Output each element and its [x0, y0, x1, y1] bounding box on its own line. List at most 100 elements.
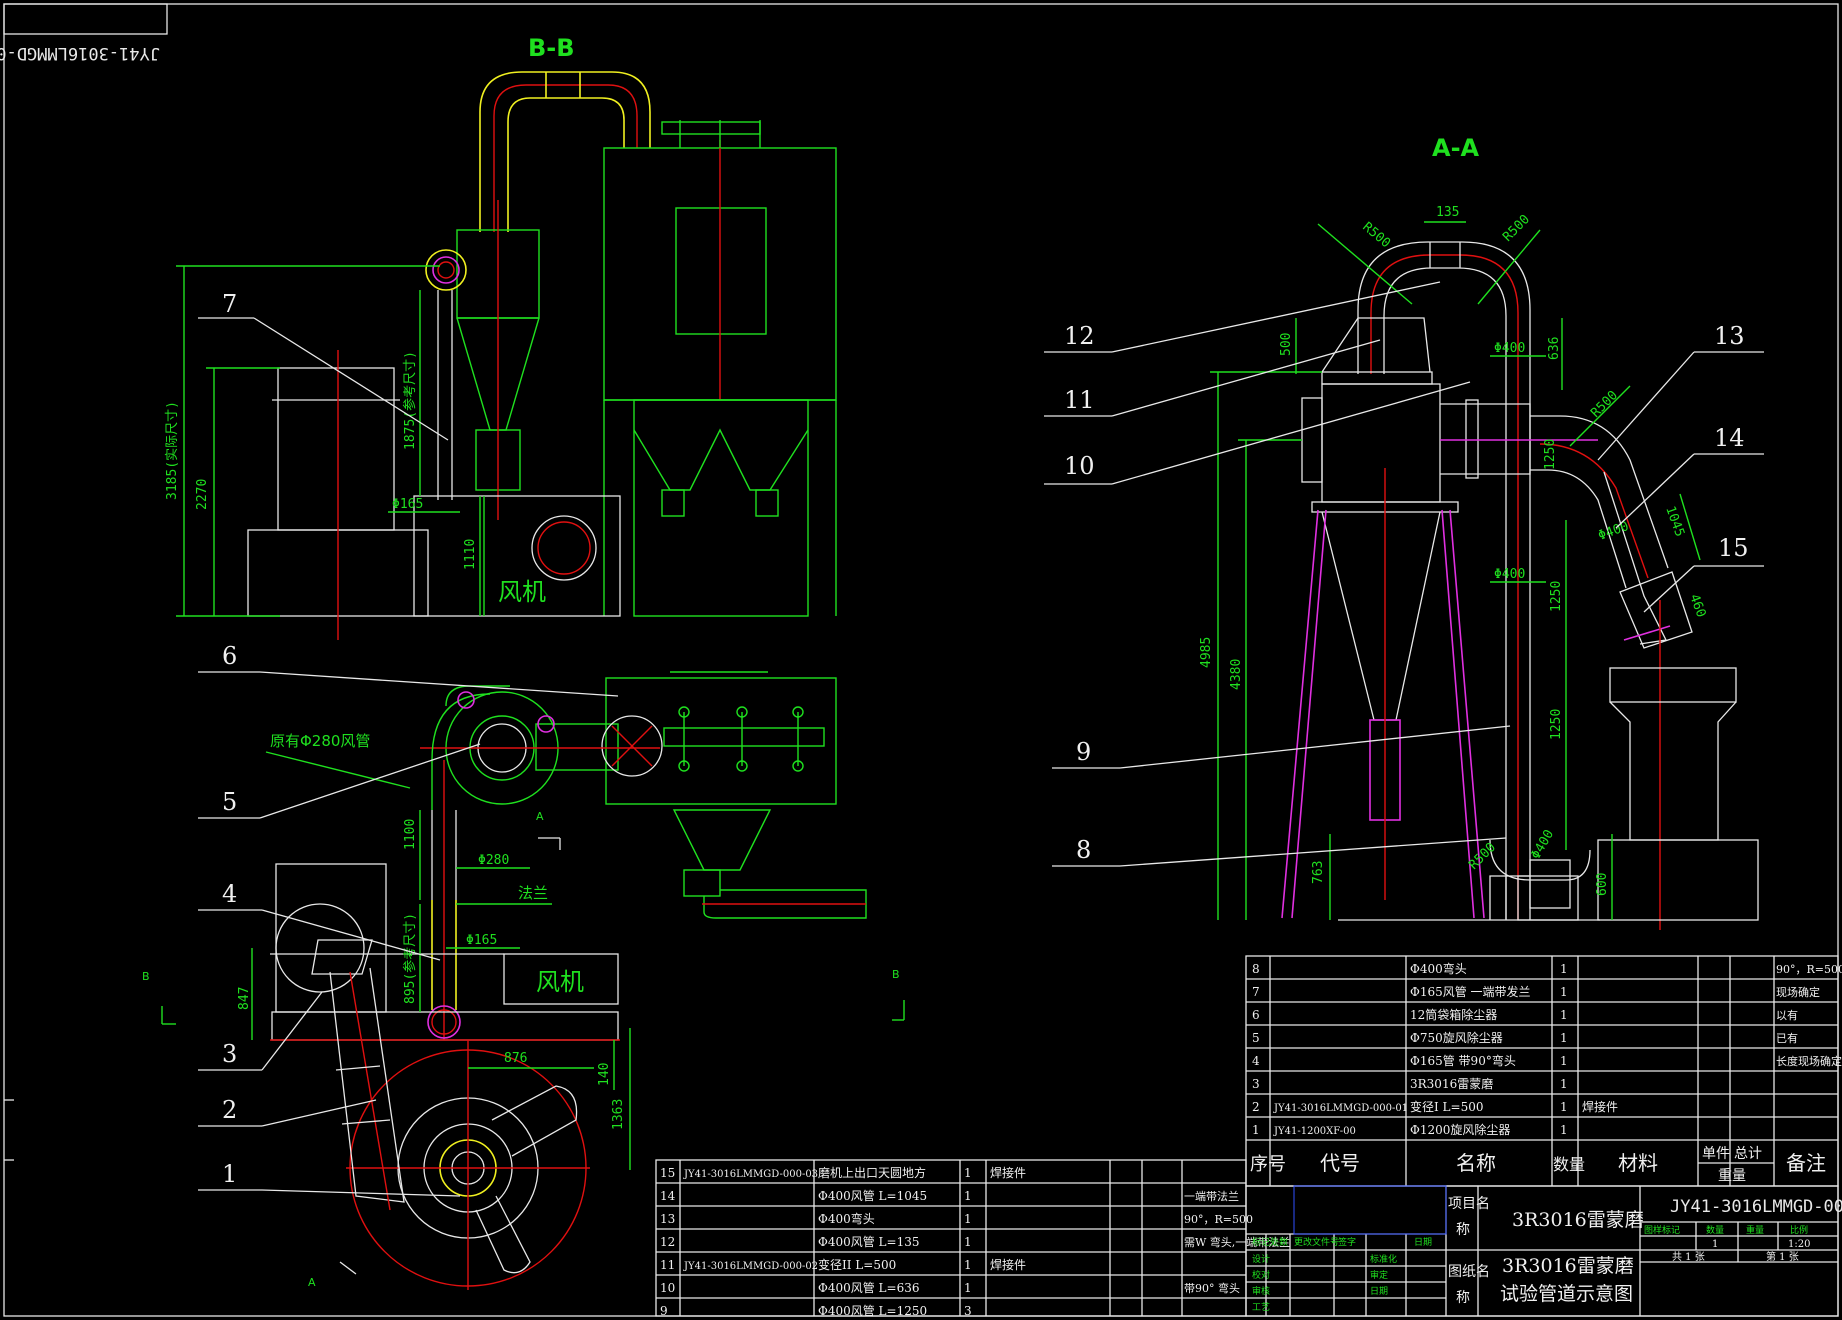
dim-aa-400c: Φ400 [1528, 827, 1557, 862]
tb-title-label-1: 图纸名 [1448, 1264, 1490, 1280]
tb-stage-1: 图样标记 [1644, 1224, 1680, 1236]
section-mark-b-left: B [142, 970, 150, 983]
callout-13: 13 [1714, 322, 1745, 350]
bom-right-row-note: 现场确定 [1776, 985, 1820, 999]
bom-left-row-no: 12 [660, 1235, 675, 1249]
callouts-right: 12 11 10 9 8 13 14 15 [1044, 281, 1764, 867]
dim-aa-763: 763 [1311, 861, 1326, 884]
bom-right-row-qty: 1 [1560, 1031, 1568, 1045]
plan-fan [503, 953, 619, 1005]
bom-left-row-code: JY41-3016LMMGD-000-03 [683, 1169, 818, 1180]
tb-role-2: 校对 [1252, 1269, 1270, 1281]
bom-left-row-name: Φ400风管 L=1250 [818, 1303, 927, 1318]
bb-flange-ring [425, 249, 467, 291]
callouts-left: 7 6 5 4 3 2 1 [198, 290, 619, 1197]
note-flange: 法兰 [518, 884, 548, 902]
bom-right-row-name: Φ400弯头 [1410, 961, 1467, 976]
dim-1100: 1100 [403, 819, 418, 850]
dim-aa-400a: Φ400 [1494, 341, 1525, 356]
bom-table-left [655, 1159, 1247, 1317]
callout-10: 10 [1064, 452, 1095, 480]
bom-left-row-name: 磨机上出口天圆地方 [818, 1165, 926, 1180]
callout-5: 5 [222, 788, 237, 816]
bom-right-row-qty: 1 [1560, 1054, 1568, 1068]
note-orig-280: 原有Φ280风管 [270, 732, 370, 750]
callout-8: 8 [1076, 836, 1091, 864]
mirrored-drawing-code: JY41-3016LMMGD-000 [0, 43, 160, 63]
tb-proj-label-2: 称 [1456, 1222, 1470, 1238]
tb-sheets: 共 1 张 [1672, 1251, 1705, 1263]
bom-left-row-qty: 3 [964, 1304, 972, 1318]
dim-aa-636: 636 [1547, 337, 1562, 360]
dim-aa-1250b: 1250 [1549, 709, 1564, 740]
tb-rev-2: 处数 [1270, 1236, 1288, 1248]
tb-role-4: 工艺 [1252, 1302, 1270, 1313]
dim-876: 876 [504, 1051, 527, 1066]
bom-left-row-code: JY41-3016LMMGD-000-02 [683, 1261, 818, 1272]
bom-left-row-qty: 1 [964, 1166, 972, 1180]
dim-1363: 1363 [611, 1099, 626, 1130]
callout-12: 12 [1064, 322, 1095, 350]
bom-h-no: 序号 [1250, 1154, 1286, 1175]
bom-right-row-note: 长度现场确定 [1776, 1054, 1842, 1068]
tb-rev-4: 签字 [1338, 1236, 1356, 1248]
callout-1: 1 [222, 1160, 237, 1188]
callout-4: 4 [222, 880, 237, 908]
bom-right-row-name: Φ165管 带90°弯头 [1410, 1053, 1516, 1068]
bom-right-row-note: 以有 [1776, 1008, 1798, 1022]
tb-stage-2: 数量 [1706, 1224, 1724, 1236]
bom-right-row-note: 90°，R=500 [1776, 963, 1842, 976]
bom-left-row-name: Φ400风管 L=135 [818, 1234, 920, 1249]
bom-left-row-no: 15 [660, 1166, 675, 1180]
tb-drawing-no: JY41-3016LMMGD-000 [1670, 1197, 1842, 1217]
bom-left-row-qty: 1 [964, 1212, 972, 1226]
bom-right-row-no: 5 [1252, 1031, 1260, 1045]
tb-stage-3: 重量 [1746, 1224, 1764, 1236]
aa-mill [1609, 667, 1737, 703]
bom-h-name: 名称 [1456, 1151, 1496, 1175]
bom-left-row-qty: 1 [964, 1258, 972, 1272]
bom-left-row-name: Φ400风管 L=636 [818, 1280, 920, 1295]
view-plan: 风机 原有Φ280风管 1100 Φ280 法兰 Φ165 895(参考 [142, 671, 905, 1290]
bb-fan-housing [413, 495, 621, 617]
callout-9: 9 [1076, 738, 1091, 766]
callout-2: 2 [222, 1096, 237, 1124]
bom-right-row-no: 3 [1252, 1077, 1260, 1091]
tb-appr-1: 标准化 [1370, 1253, 1397, 1265]
bom-right-row-name: Φ1200旋风除尘器 [1410, 1122, 1510, 1137]
bom-right-row-qty: 1 [1560, 1100, 1568, 1114]
bom-right-row-name: 3R3016雷蒙磨 [1410, 1077, 1493, 1091]
bom-right-row-no: 6 [1252, 1008, 1260, 1022]
tb-sheet-no: 第 1 张 [1766, 1250, 1799, 1263]
bom-left-row-material: 焊接件 [990, 1257, 1026, 1272]
tb-appr-2: 审定 [1370, 1269, 1388, 1281]
aa-cyclone [1321, 383, 1441, 503]
dim-aa-600: 600 [1595, 873, 1610, 896]
dim-aa-1045: 1045 [1662, 504, 1687, 539]
tb-rev-3: 更改文件号 [1294, 1236, 1339, 1248]
bom-right-row-no: 7 [1252, 985, 1260, 999]
bom-right-header: 序号 代号 名称 数量 材料 单件 总计 重量 备注 [1250, 1146, 1826, 1184]
bom-left-row-note: 一端带法兰 [1184, 1189, 1239, 1203]
bb-arch-duct-outer [479, 71, 651, 232]
bom-h-weight: 重量 [1718, 1168, 1746, 1184]
dim-aa-1250c: 1250 [1543, 439, 1558, 470]
dim-1110: 1110 [463, 539, 478, 570]
bom-left-row-no: 13 [660, 1212, 675, 1226]
bom-left-row-no: 9 [660, 1304, 668, 1318]
drawing-border [3, 3, 1839, 1317]
dim-aa-135: 135 [1436, 205, 1459, 220]
mirrored-code-box [3, 3, 168, 35]
bom-left-row-qty: 1 [964, 1281, 972, 1295]
plan-mill [275, 863, 387, 1013]
view-aa: A-A [1199, 134, 1759, 930]
bb-fan-inlet [531, 515, 597, 581]
dim-aa-400b: Φ400 [1494, 567, 1525, 582]
bom-left-row-qty: 1 [964, 1189, 972, 1203]
bom-h-mat: 材料 [1618, 1151, 1658, 1175]
view-bb: B-B 风机 [165, 34, 837, 640]
view-title-aa: A-A [1432, 134, 1480, 162]
tb-stage-4: 比例 [1790, 1224, 1808, 1236]
